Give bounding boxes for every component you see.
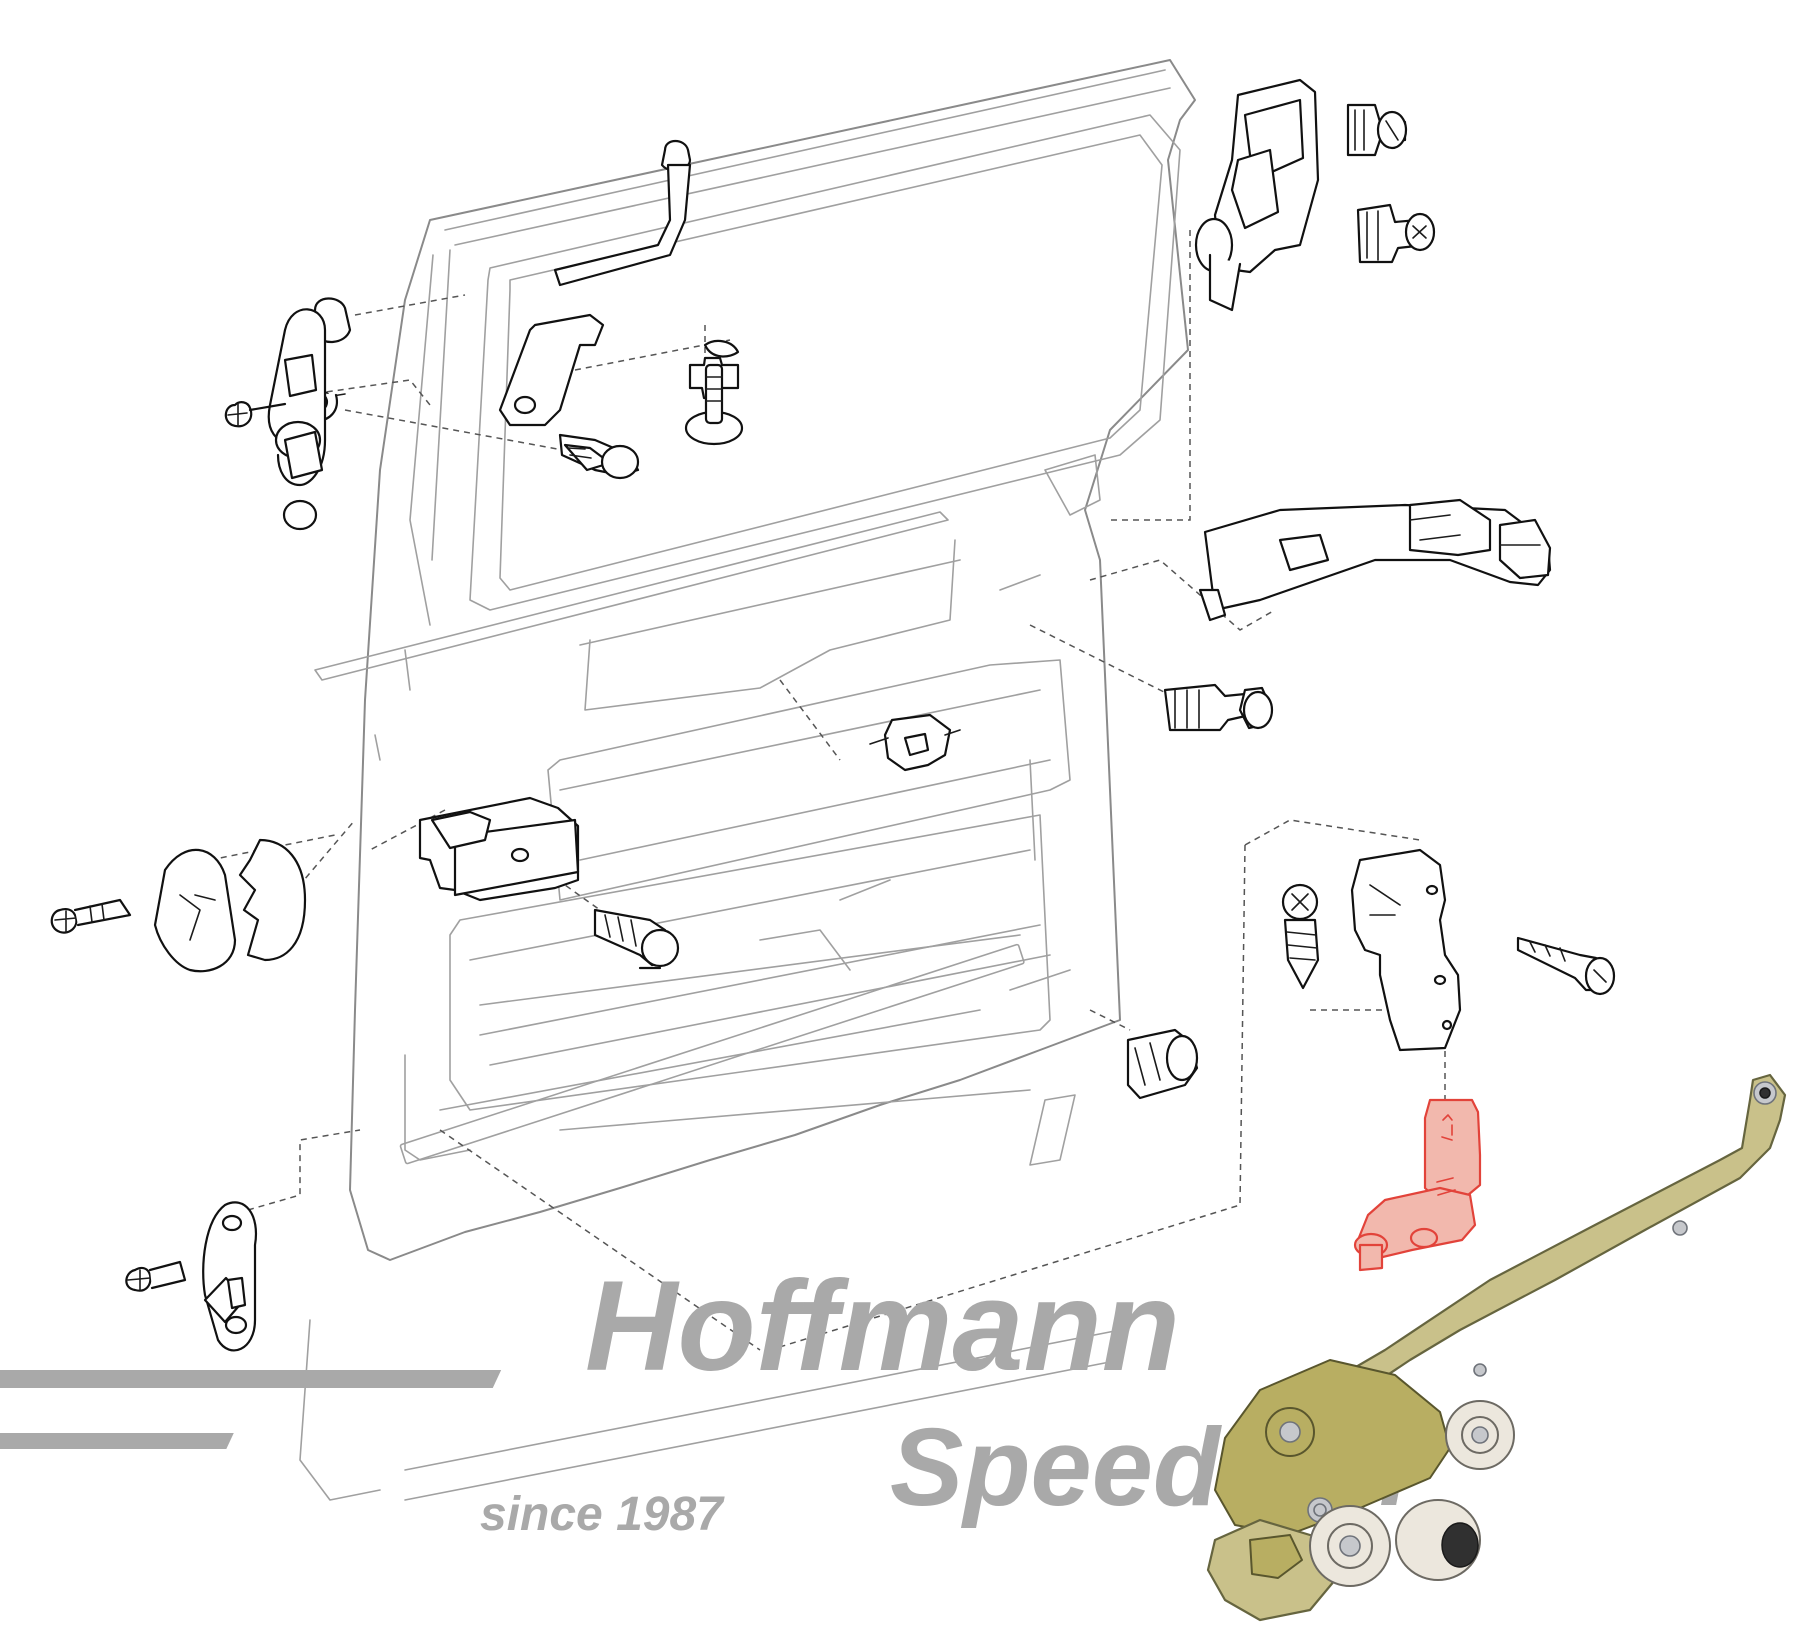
door-frame	[299, 59, 1196, 1501]
middle-right-bolts	[1126, 683, 1274, 1100]
left-catch	[418, 796, 680, 970]
brand-name: Hoffmann	[585, 1255, 1180, 1398]
roller-bracket-upper	[1350, 848, 1462, 1052]
upper-right-hardware	[1194, 78, 1436, 312]
door-handle-mechanism	[1198, 498, 1552, 622]
upper-hinge-group	[498, 139, 744, 480]
product-photo	[1206, 1073, 1787, 1622]
left-mid-hardware	[50, 838, 307, 973]
lower-slab-details	[439, 759, 1071, 1111]
center-clip	[869, 713, 961, 772]
upper-left-hardware	[224, 297, 352, 531]
brand-since-text: since 1987	[480, 1488, 725, 1541]
lower-left-hardware	[125, 1201, 258, 1352]
bracket-screws	[1281, 883, 1616, 996]
highlighted-part-roller-arm	[1353, 1098, 1482, 1272]
